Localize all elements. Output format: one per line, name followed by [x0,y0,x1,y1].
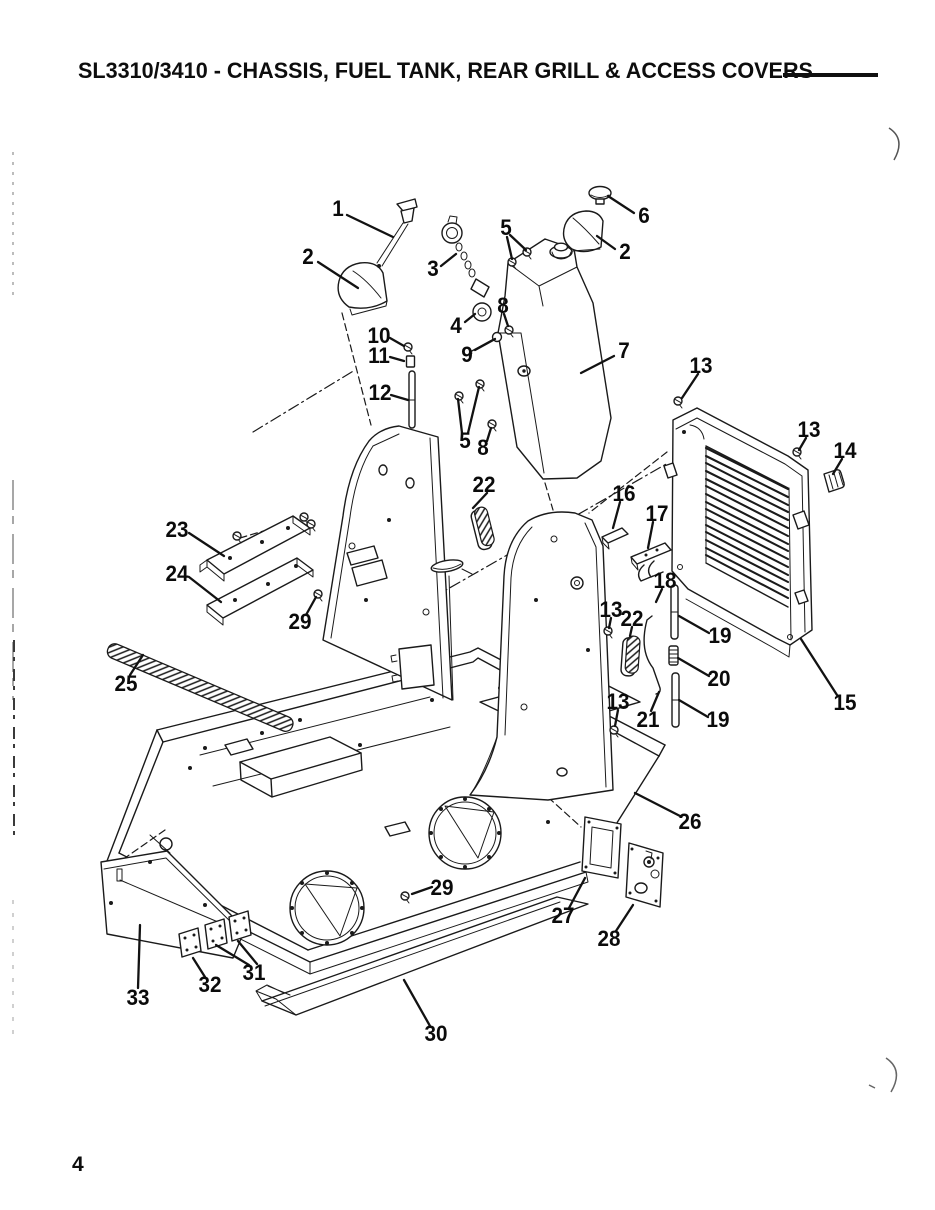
callout-10: 10 [367,323,391,348]
callout-7: 7 [618,338,630,363]
callout-12: 12 [368,380,392,405]
fuel-tank-7 [497,238,612,480]
small-plate-32 [178,927,202,958]
cover-plate-24 [206,557,314,626]
callout-8: 8 [497,293,509,318]
right-tower-panel [469,511,614,801]
fitting-plate-28 [625,842,664,908]
grommet-4 [472,302,492,322]
callout-1: 1 [332,196,344,221]
scan-artifacts [12,127,900,1093]
callout-30: 30 [424,1021,448,1046]
callout-28: 28 [597,926,621,951]
callout-9: 9 [461,342,473,367]
callout-2: 2 [619,239,631,264]
rod-21 [643,615,661,695]
spacer-11-and-tube-12 [405,355,416,429]
callout-22: 22 [472,472,496,497]
callout-16: 16 [612,481,636,506]
page-curl-mark-bottom [868,1057,898,1093]
callout-2: 2 [302,244,314,269]
latch-hardware [470,506,680,728]
callout-23: 23 [165,517,189,542]
seal-strip-25 [106,643,294,732]
callout-15: 15 [833,690,857,715]
dipstick-1 [376,198,418,268]
rubber-cap-2-left [337,262,388,316]
small-plates-31 [204,910,252,950]
callout-29: 29 [288,609,312,634]
callout-leader-lines [128,194,844,1028]
page-title: SL3310/3410 - CHASSIS, FUEL TANK, REAR G… [78,58,813,83]
grill-louvers [704,446,790,600]
callout-25: 25 [114,671,138,696]
callout-32: 32 [198,972,222,997]
callout-13: 13 [797,417,821,442]
callout-17: 17 [645,501,669,526]
callout-13: 13 [599,597,623,622]
fuel-cap-parts [337,185,612,429]
callout-14: 14 [833,438,857,463]
callout-5: 5 [459,428,471,453]
clip-14 [823,469,845,493]
callout-24: 24 [165,561,189,586]
callout-3: 3 [427,256,439,281]
fuel-cap-3-with-chain [441,215,490,298]
callout-6: 6 [638,203,650,228]
callout-8: 8 [477,435,489,460]
callout-11: 11 [368,343,390,368]
callout-18: 18 [653,568,677,593]
belly-pan-30 [255,896,589,1016]
rods-18 [637,560,664,582]
callout-13: 13 [606,689,630,714]
tubes-19-and-spring-20 [668,584,680,728]
rubber-pad-22-upper [470,506,495,551]
pad-16 [601,527,629,550]
callout-19: 19 [708,623,732,648]
callout-20: 20 [707,666,731,691]
callout-27: 27 [551,903,575,928]
cap-6 [588,185,612,205]
rubber-cap-2-right [562,210,604,253]
callout-21: 21 [636,707,660,732]
rear-grill-15 [663,407,845,658]
callout-4: 4 [450,313,462,338]
frame-plate-27 [581,816,622,879]
page-number: 4 [72,1153,84,1176]
rubber-pad-22-lower [620,635,641,677]
callout-13: 13 [689,353,713,378]
callout-26: 26 [678,809,702,834]
access-covers [100,515,664,1016]
callout-22: 22 [620,606,644,631]
latch-bar-17 [630,542,672,571]
title-underline [783,73,878,77]
callout-19: 19 [706,707,730,732]
callout-31: 31 [242,960,266,985]
callout-5: 5 [500,215,512,240]
left-tower-panel [322,425,473,701]
page-curl-mark-top [888,127,900,161]
callout-29: 29 [430,875,454,900]
callout-33: 33 [126,985,150,1010]
